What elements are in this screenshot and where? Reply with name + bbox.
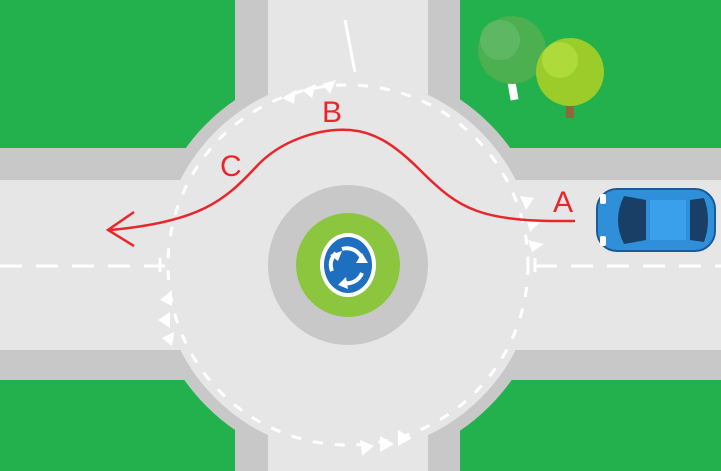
roundabout-sign-icon [320, 233, 376, 297]
car-icon [596, 188, 716, 252]
route-path [109, 128, 576, 232]
give-way-lines [158, 19, 537, 272]
roundabout-ring-marking [166, 83, 530, 447]
point-label-c: C [220, 150, 242, 183]
route-arrowhead [105, 210, 135, 248]
tree-icon [478, 16, 604, 118]
point-label-a: A [553, 186, 573, 219]
point-label-b: B [322, 96, 342, 129]
